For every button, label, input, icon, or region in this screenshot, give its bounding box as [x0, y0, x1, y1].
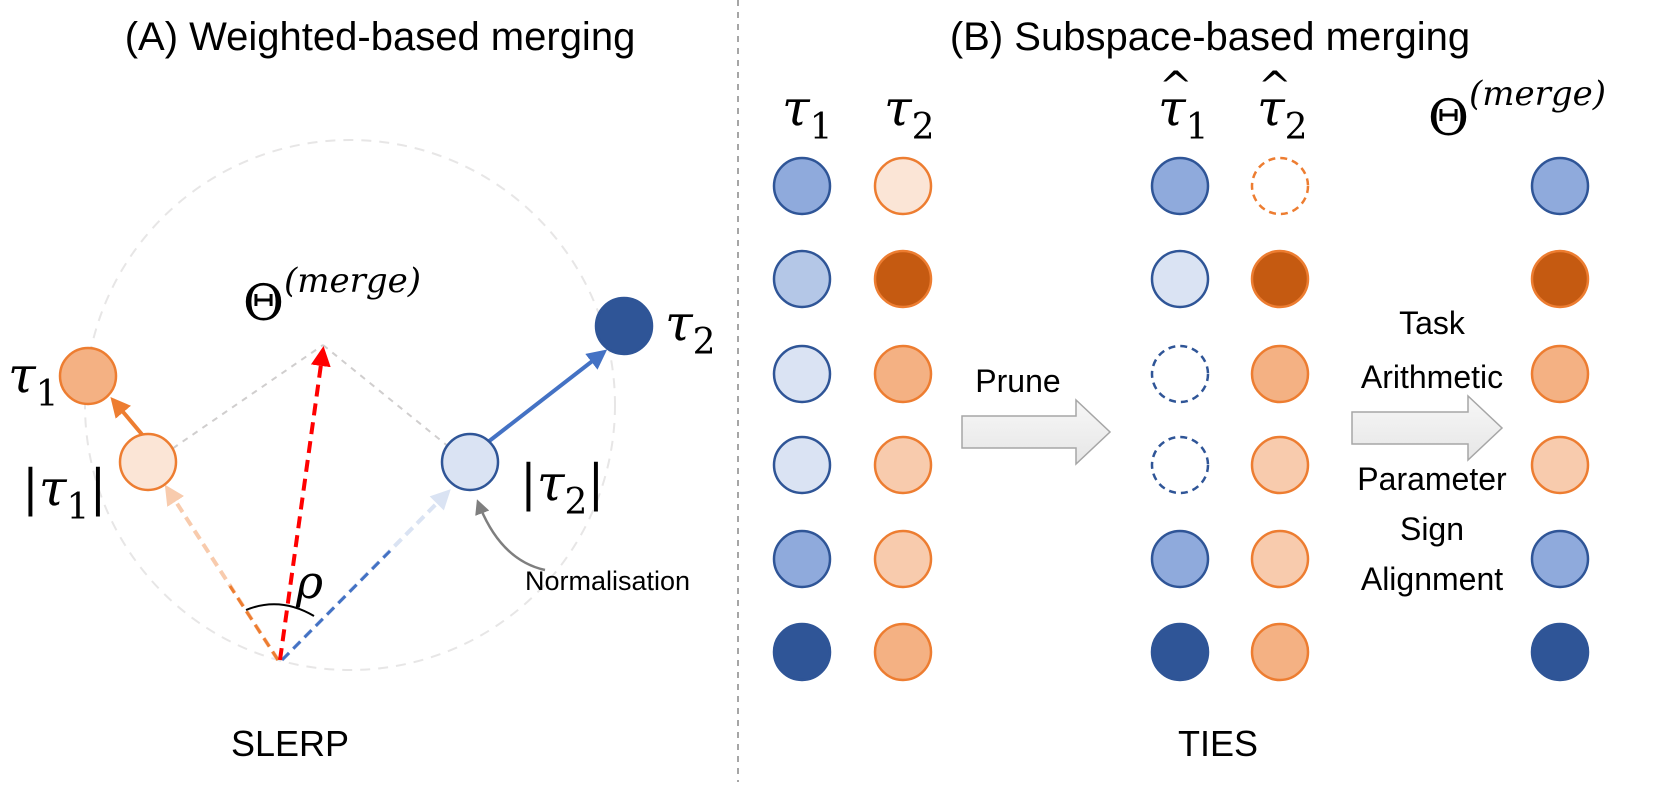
- dot-tau2-5: [873, 529, 933, 589]
- rho-label: ρ: [295, 555, 323, 609]
- dot-tau2-2: [873, 249, 933, 309]
- orange-tau1-vector: [110, 396, 147, 440]
- prune-label: Prune: [975, 363, 1060, 399]
- hat-tau1: ^: [1159, 64, 1193, 110]
- parallelogram-line-2: [322, 344, 466, 461]
- slerp-caption: SLERP: [231, 723, 349, 764]
- dot-tau2-hat-3: [1250, 344, 1310, 404]
- dot-tau1-3: [772, 344, 832, 404]
- dot-tau2-hat-1: [1250, 156, 1310, 216]
- dot-tau2-hat-6: [1250, 622, 1310, 682]
- step-sign-line-1: Parameter: [1357, 461, 1507, 497]
- panel-a-title: (A) Weighted-based merging: [125, 15, 636, 59]
- theta-merge-label: Θ(merge): [243, 261, 421, 332]
- dot-tau1-6: [772, 622, 832, 682]
- step-task-line-1: Task: [1399, 305, 1466, 341]
- prune-arrow: [961, 398, 1112, 466]
- normalisation-arrow: [475, 499, 546, 572]
- dot-tau2-1: [873, 156, 933, 216]
- step-sign-line-3: Alignment: [1361, 561, 1503, 597]
- abs-tau2-label: |τ2|: [520, 454, 604, 523]
- dot-tau2-hat-5: [1250, 529, 1310, 589]
- dot-tau1-hat-1: [1150, 156, 1210, 216]
- panel-b: (B) Subspace-based merging τ1 τ2 τ1 ^ τ2…: [772, 15, 1606, 764]
- tau2-point: [594, 296, 654, 356]
- dot-merge-6: [1530, 622, 1590, 682]
- dot-tau1-1: [772, 156, 832, 216]
- parallelogram-line-1: [152, 344, 324, 463]
- dot-tau1-5: [772, 529, 832, 589]
- dot-merge-3: [1530, 344, 1590, 404]
- merge-arrow: [1351, 394, 1504, 462]
- abs-tau1-label: |τ1|: [22, 459, 106, 528]
- abs-tau1-point: [118, 432, 178, 492]
- col-header-tau1: τ1: [782, 79, 833, 148]
- col-header-tau1-hat: τ1: [1158, 79, 1209, 148]
- ties-caption: TIES: [1178, 723, 1258, 764]
- hat-tau2: ^: [1258, 64, 1292, 110]
- dot-tau2-4: [873, 435, 933, 495]
- tau2-label: τ2: [665, 294, 716, 363]
- dot-tau1-hat-2: [1150, 249, 1210, 309]
- dot-tau2-6: [873, 622, 933, 682]
- tau1-label: τ1: [8, 346, 59, 415]
- normalisation-label: Normalisation: [525, 566, 690, 596]
- col-header-merge: Θ(merge): [1428, 74, 1606, 147]
- dot-tau1-hat-5: [1150, 529, 1210, 589]
- dot-tau1-hat-3: [1150, 344, 1210, 404]
- dot-tau1-hat-4: [1150, 435, 1210, 495]
- col-header-tau2: τ2: [884, 79, 935, 148]
- dot-merge-4: [1530, 435, 1590, 495]
- step-sign-line-2: Sign: [1400, 511, 1464, 547]
- dot-merge-5: [1530, 529, 1590, 589]
- orange-dashed-vector: [164, 484, 280, 662]
- dot-tau1-hat-6: [1150, 622, 1210, 682]
- rho-angle-arc: [245, 603, 315, 617]
- dot-merge-1: [1530, 156, 1590, 216]
- abs-tau2-point: [440, 432, 500, 492]
- dot-grid: [772, 156, 1590, 682]
- panel-a: (A) Weighted-based merging ρ Normalisati…: [8, 15, 716, 764]
- blue-tau2-vector: [486, 349, 608, 444]
- dot-tau2-hat-2: [1250, 249, 1310, 309]
- dot-tau2-hat-4: [1250, 435, 1310, 495]
- tau1-point: [58, 346, 118, 406]
- dot-tau1-4: [772, 435, 832, 495]
- panel-b-title: (B) Subspace-based merging: [950, 15, 1470, 59]
- blue-dashed-vector-dark: [280, 549, 392, 662]
- dot-merge-2: [1530, 249, 1590, 309]
- col-header-tau2-hat: τ2: [1257, 79, 1308, 148]
- merge-vector: [278, 346, 331, 661]
- dot-tau1-2: [772, 249, 832, 309]
- step-task-line-2: Arithmetic: [1361, 359, 1503, 395]
- orange-dashed-vector-dark: [228, 585, 280, 661]
- dot-tau2-3: [873, 344, 933, 404]
